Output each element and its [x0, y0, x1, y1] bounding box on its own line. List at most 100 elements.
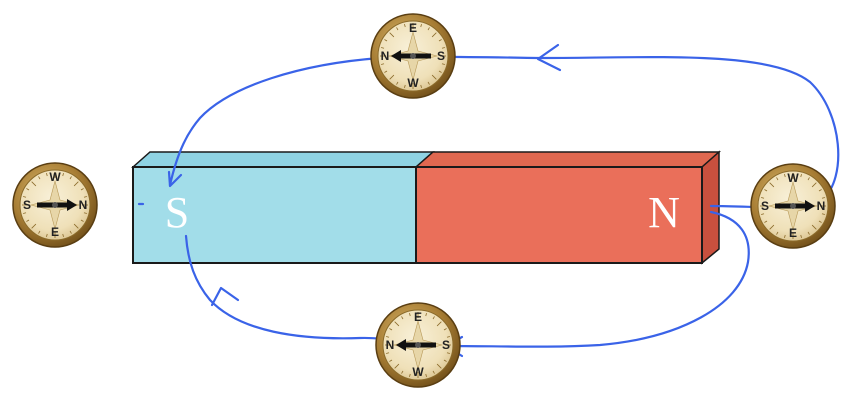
compass-tick [425, 373, 427, 377]
compass-tick [69, 230, 72, 234]
compass-tick [811, 224, 817, 230]
compass-tick [821, 197, 825, 199]
compass-tick [38, 176, 41, 180]
compass-tick [394, 363, 400, 369]
compass-tick [404, 24, 406, 28]
compass-tick [443, 359, 447, 362]
field-line-bottom-chevron [210, 286, 240, 307]
compass-bottom-label: W [412, 365, 424, 379]
compass-tick [389, 74, 395, 80]
compass-tick [427, 27, 430, 31]
compass-tick [73, 181, 79, 187]
compass-right-label: N [79, 198, 88, 212]
compass-tick [441, 47, 445, 49]
compass-tick [761, 213, 765, 215]
compass-left: W E S N [12, 162, 98, 248]
compass-tick [764, 220, 768, 223]
compass-tick [818, 220, 822, 223]
compass-tick [62, 173, 64, 177]
north-pole-label: N [648, 188, 680, 237]
compass-tick [431, 74, 437, 80]
compass-tick [80, 188, 84, 191]
compass-tick [438, 70, 442, 73]
compass-bottom: E W N S [375, 302, 461, 388]
compass-right: W E S N [750, 163, 836, 249]
compass-bottom-label: E [789, 226, 797, 240]
compass-tick [404, 84, 406, 88]
compass-pivot [790, 203, 796, 209]
compass-tick [38, 230, 41, 234]
compass-tick [26, 188, 30, 191]
compass-tick [381, 63, 385, 65]
compass-tick [73, 223, 79, 229]
compass-tick [23, 196, 27, 198]
compass-tick [409, 313, 411, 317]
compass-left-label: S [761, 199, 769, 213]
compass-tick [807, 177, 810, 181]
compass-pivot [52, 202, 58, 208]
compass-tick [384, 39, 388, 42]
compass-tick [409, 373, 411, 377]
compass-tick [401, 316, 404, 320]
compass-tick [394, 321, 400, 327]
compass-tick [443, 328, 447, 331]
compass-tick [818, 189, 822, 192]
compass-tick [69, 176, 72, 180]
compass-tick [438, 39, 442, 42]
magnet-end-face [701, 150, 720, 265]
compass-tick [31, 223, 37, 229]
compass-tick [427, 81, 430, 85]
compass-tick [401, 370, 404, 374]
compass-tick [384, 70, 388, 73]
compass-right-label: S [442, 338, 450, 352]
compass-tick [769, 224, 775, 230]
field-line-top-chevron [536, 43, 562, 72]
compass-tick [436, 363, 442, 369]
magnet-north-half [415, 166, 703, 264]
compass-right-label: N [817, 199, 826, 213]
compass-tick [441, 63, 445, 65]
compass-tick [769, 182, 775, 188]
compass-tick [420, 84, 422, 88]
compass-tick [807, 231, 810, 235]
compass-tick [389, 359, 393, 362]
compass-tick [784, 234, 786, 238]
compass-bottom-label: W [407, 76, 419, 90]
compass-tick [381, 47, 385, 49]
compass-tick [811, 182, 817, 188]
compass-tick [386, 352, 390, 354]
compass-tick [776, 177, 779, 181]
compass-tick [432, 370, 435, 374]
bar-magnet: S N [131, 150, 721, 265]
compass-tick [800, 234, 802, 238]
compass-top: E W N S [370, 13, 456, 99]
compass-tick [83, 196, 87, 198]
compass-tick [446, 352, 450, 354]
compass-top-label: W [787, 171, 799, 185]
compass-tick [83, 212, 87, 214]
compass-tick [386, 336, 390, 338]
compass-top-label: E [409, 21, 417, 35]
compass-pivot [415, 342, 421, 348]
compass-tick [764, 189, 768, 192]
compass-top-label: W [49, 170, 61, 184]
compass-left-label: S [23, 198, 31, 212]
compass-tick [776, 231, 779, 235]
compass-top-label: E [414, 310, 422, 324]
compass-right-label: S [437, 49, 445, 63]
field-line-top-arrowhead [167, 170, 183, 188]
compass-tick [432, 316, 435, 320]
compass-tick [425, 313, 427, 317]
compass-tick [31, 181, 37, 187]
compass-tick [784, 174, 786, 178]
compass-tick [389, 32, 395, 38]
compass-tick [26, 219, 30, 222]
compass-left-label: N [386, 338, 395, 352]
compass-tick [431, 32, 437, 38]
south-pole-label: S [165, 188, 189, 237]
magnet-south-half [132, 166, 417, 264]
compass-bottom-label: E [51, 225, 59, 239]
compass-left-label: N [381, 49, 390, 63]
compass-pivot [410, 53, 416, 59]
